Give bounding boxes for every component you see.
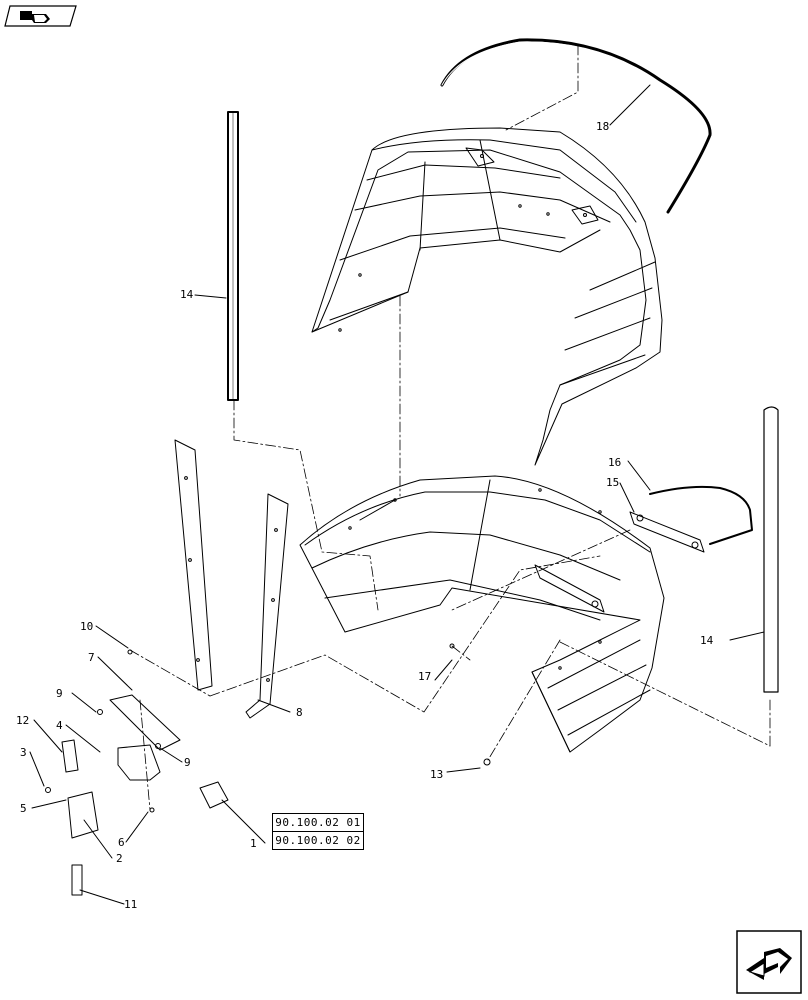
support-strip-left [174,439,213,691]
lower-hood-shell [299,475,665,753]
callout-9-left: 9 [56,687,63,700]
callout-6: 6 [118,836,125,849]
clip-13 [483,758,491,766]
callout-9-right: 9 [184,756,191,769]
callout-18: 18 [596,120,609,133]
latch-bracket-4 [117,744,161,781]
next-page-arrow-icon [736,930,802,994]
rod-14-left [227,111,239,401]
callout-16: 16 [608,456,621,469]
next-page-button[interactable] [736,930,802,994]
bracket-15 [629,511,705,553]
hinge-bracket-2 [67,791,99,839]
callout-7: 7 [88,651,95,664]
reference-link-2[interactable]: 90.100.02 02 [273,831,363,849]
callout-8: 8 [296,706,303,719]
upper-hood-shell [311,127,663,466]
callout-13: 13 [430,768,443,781]
handle-16 [649,485,753,545]
reference-box: 90.100.02 01 90.100.02 02 [272,813,364,850]
nut-9a [97,709,103,715]
reference-link-1[interactable]: 90.100.02 01 [275,816,361,829]
nut-9b [155,743,161,749]
callout-14-right: 14 [700,634,714,647]
latch-plate-7 [109,694,181,751]
callout-10: 10 [80,620,93,633]
pin-17 [449,643,455,649]
rod-14-right [763,406,779,693]
bolt-11 [71,864,83,896]
callout-4: 4 [56,719,63,732]
callout-5: 5 [20,802,27,815]
callout-2: 2 [116,852,123,865]
latch-1 [199,781,229,809]
bolt-5 [45,787,51,793]
rubber-seal-18 [440,38,712,214]
callout-1: 1 [250,837,257,850]
book-prev-icon [4,5,77,27]
callout-17: 17 [418,670,431,683]
callout-12: 12 [16,714,29,727]
callout-3: 3 [20,746,27,759]
support-strip-right [245,493,289,719]
plate-12 [61,739,79,773]
callout-11: 11 [124,898,137,911]
book-prev-button[interactable] [4,4,78,28]
callout-14-left: 14 [180,288,194,301]
callout-15: 15 [606,476,619,489]
screw-6 [149,807,155,813]
